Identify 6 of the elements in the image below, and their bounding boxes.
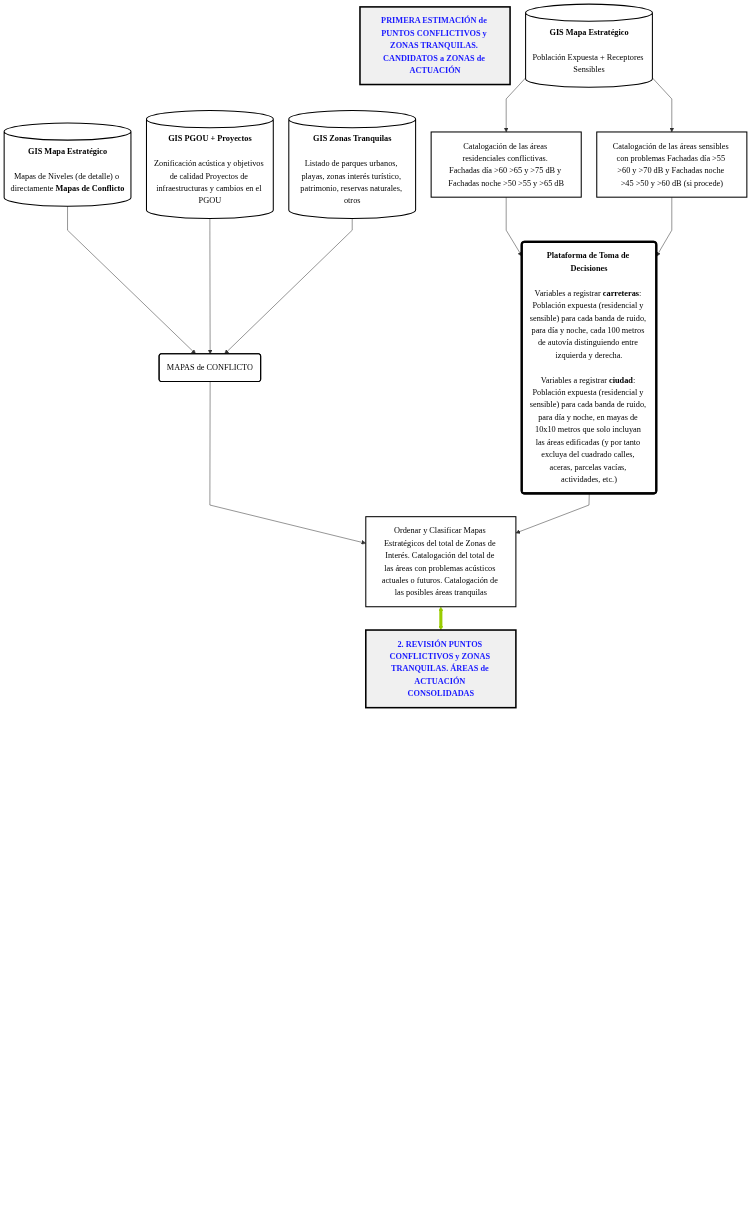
node-box: 2. REVISIÓN PUNTOS CONFLICTIVOS y ZONAS TRANQUILAS. ÁREAS de ACTUACIÓN CONSOLIDADAS (365, 629, 517, 709)
node-box: PRIMERA ESTIMACIÓN de PUNTOS CONFLICTIVOS y ZONAS TRANQUILAS. CANDIDATOS a ZONAS de ACTUACIÓN (359, 6, 511, 86)
node-box: Ordenar y Clasificar Mapas Estratégicos del total de Zonas de Interés. Catalogación del total de las áreas con problemas acústicos actuales o futuros. Catalogación de las posibles áreas tranquilas (365, 516, 517, 608)
node-box: Catalogación de las áreas sensibles con problemas Fachadas día >55 >60 y >70 dB y Fachadas noche >45 >50 y >60 dB (si procede) (596, 131, 748, 198)
node-box: Catalogación de las áreas residenciales conflictivas. Fachadas día >60 >65 y >75 dB y Fachadas noche >50 >55 y >65 dB (430, 131, 582, 198)
arrow (438, 606, 444, 631)
